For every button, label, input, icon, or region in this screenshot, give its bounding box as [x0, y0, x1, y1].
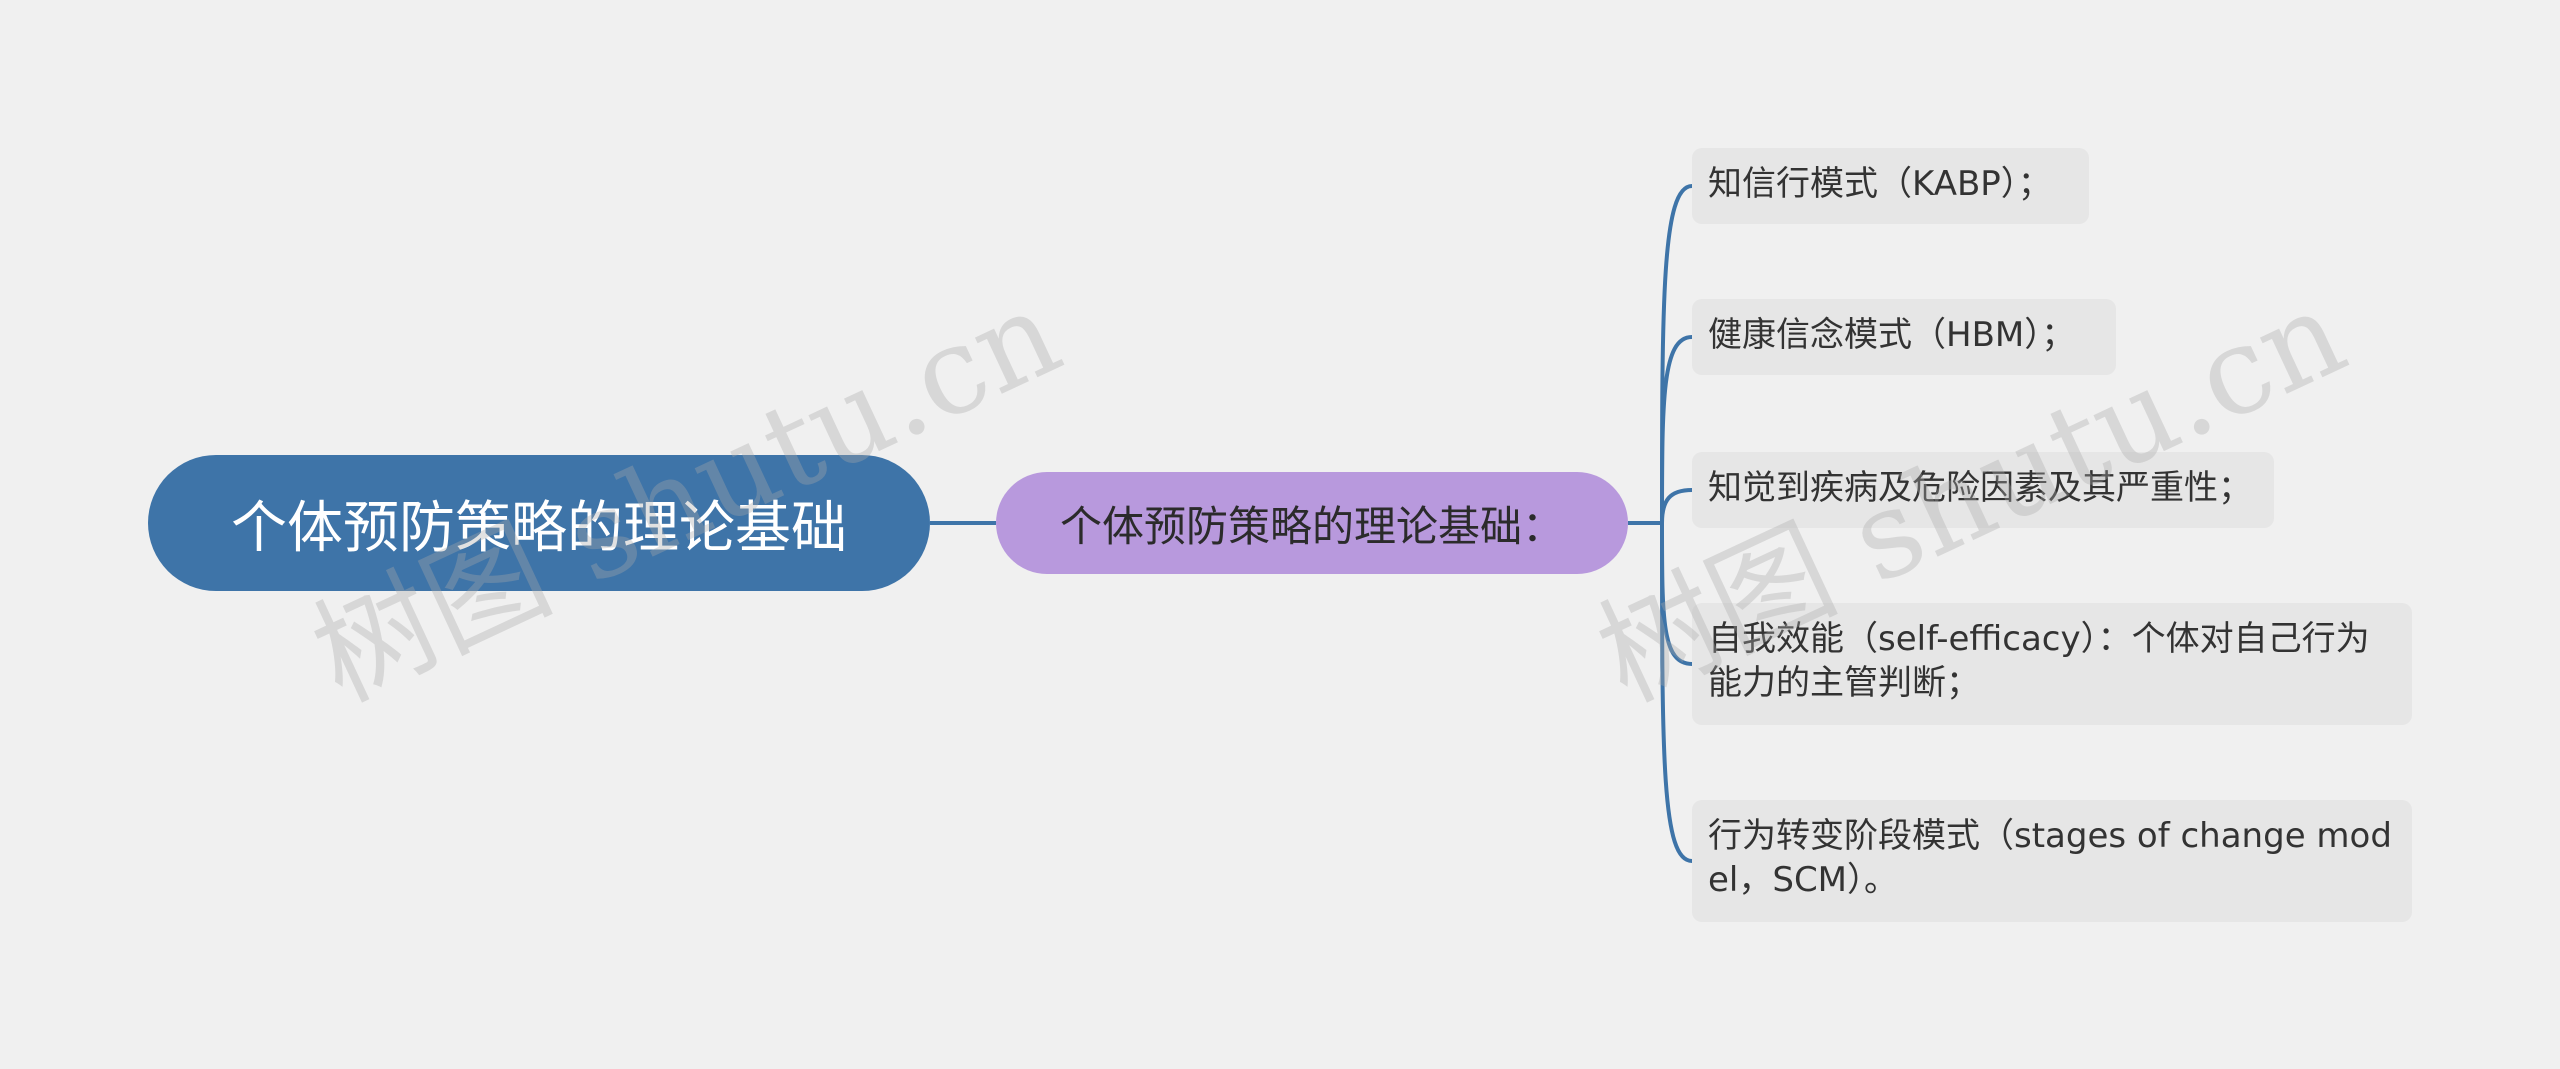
connector-leaf-3 — [1660, 522, 1693, 666]
branch-node-label: 个体预防策略的理论基础： — [1059, 501, 1564, 551]
root-node[interactable]: 个体预防策略的理论基础 — [148, 455, 930, 591]
connector-leaf-1 — [1660, 335, 1693, 524]
leaf-label: 行为转变阶段模式（stages of change model，SCM）。 — [1708, 816, 2392, 900]
leaf-label: 知信行模式（KABP）； — [1708, 164, 2052, 204]
root-node-label: 个体预防策略的理论基础 — [231, 495, 847, 561]
connector-leaf-4 — [1660, 522, 1693, 863]
leaf-label: 健康信念模式（HBM）； — [1708, 315, 2076, 355]
leaf-node-hbm[interactable]: 健康信念模式（HBM）； — [1692, 299, 2116, 375]
branch-node[interactable]: 个体预防策略的理论基础： — [996, 472, 1628, 574]
leaf-node-kabp[interactable]: 知信行模式（KABP）； — [1692, 148, 2089, 224]
leaf-node-scm[interactable]: 行为转变阶段模式（stages of change model，SCM）。 — [1692, 800, 2412, 922]
leaf-node-self-efficacy[interactable]: 自我效能（self-efficacy）：个体对自己行为能力的主管判断； — [1692, 603, 2412, 725]
leaf-label: 知觉到疾病及危险因素及其严重性； — [1708, 468, 2252, 508]
connector-leaf-2 — [1660, 488, 1693, 524]
leaf-label: 自我效能（self-efficacy）：个体对自己行为能力的主管判断； — [1708, 619, 2370, 703]
connector-leaf-0 — [1660, 184, 1693, 524]
leaf-node-perceived-risk[interactable]: 知觉到疾病及危险因素及其严重性； — [1692, 452, 2274, 528]
